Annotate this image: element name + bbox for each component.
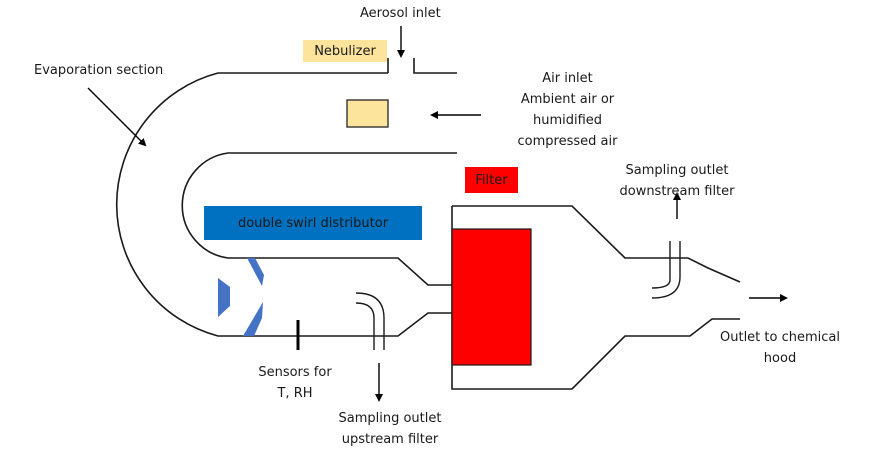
nebulizer-label: Nebulizer <box>303 40 387 62</box>
filter-housing-bottom <box>451 206 740 390</box>
filter-housing <box>452 205 741 283</box>
outlet-label: Outlet to chemical hood <box>712 327 848 369</box>
air-inlet-line-1: Air inlet <box>542 71 593 86</box>
air-inlet-line-4: compressed air <box>517 134 618 149</box>
inner-duct-wall <box>181 152 457 286</box>
sensors-label: Sensors for T, RH <box>250 362 340 404</box>
outlet-line-2: hood <box>763 351 797 366</box>
sampling-upstream-label: Sampling outlet upstream filter <box>330 408 450 450</box>
swirl-vane-left <box>218 278 230 317</box>
upstream-sampling-tube-inner <box>355 302 375 350</box>
sampling-downstream-line-2: downstream filter <box>619 184 735 199</box>
aerosol-inlet-label: Aerosol inlet <box>360 6 441 21</box>
evaporation-section-label: Evaporation section <box>34 63 164 78</box>
aerosol-inlet-right-wall <box>413 58 457 74</box>
sampling-upstream-line-1: Sampling outlet <box>338 411 442 426</box>
air-inlet-line-3: humidified <box>532 113 603 128</box>
outer-duct-wall <box>115 72 452 337</box>
evaporation-pointer-arrow <box>87 87 147 147</box>
outlet-line-1: Outlet to chemical <box>720 330 840 345</box>
downstream-sampling-tube-inner <box>651 241 671 289</box>
sampling-downstream-line-1: Sampling outlet <box>625 163 729 178</box>
filter-element <box>451 228 532 366</box>
sampling-downstream-label: Sampling outlet downstream filter <box>612 160 742 202</box>
sensors-line-1: Sensors for <box>258 365 332 380</box>
downstream-sampling-tube-outer <box>651 241 681 299</box>
upstream-sampling-tube-outer <box>355 292 385 350</box>
filter-label: Filter <box>465 167 518 193</box>
sensors-line-2: T, RH <box>277 386 313 401</box>
air-inlet-line-2: Ambient air or <box>520 92 615 107</box>
air-inlet-label: Air inlet Ambient air or humidified comp… <box>500 68 635 152</box>
swirl-vane-bottom <box>243 302 263 336</box>
sampling-upstream-line-2: upstream filter <box>341 432 439 447</box>
nebulizer-box <box>346 99 389 128</box>
swirl-vane-top <box>247 258 264 286</box>
distributor-label: double swirl distributor <box>204 206 422 240</box>
